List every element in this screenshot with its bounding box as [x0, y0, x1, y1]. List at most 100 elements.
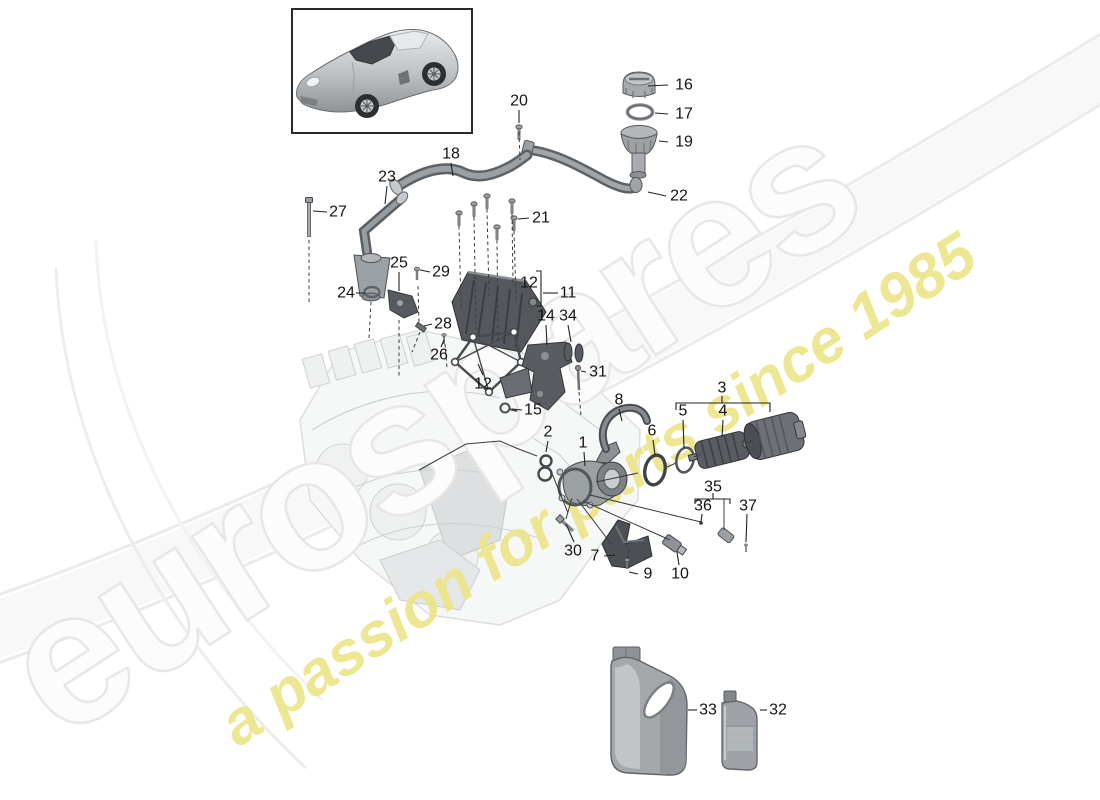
part-filler-neck: [620, 125, 658, 179]
leader-line-28: [423, 323, 433, 327]
leader-line-34: [567, 324, 572, 343]
leader-line-7: [603, 554, 616, 557]
callout-35: 35: [704, 479, 722, 496]
callout-26: 26: [430, 347, 448, 364]
leader-line-27: [312, 210, 328, 213]
leader-line-30: [565, 523, 575, 543]
leader-line-9: [628, 571, 639, 575]
callout-22: 22: [670, 188, 688, 205]
part-seals-34: [563, 342, 584, 363]
part-screw-29: [413, 266, 421, 280]
callout-21: 21: [532, 210, 550, 227]
callout-27: 27: [329, 204, 347, 221]
leader-line-2: [545, 440, 549, 453]
part-fitting-10: [662, 534, 688, 556]
part-clamp-8: [598, 403, 651, 453]
callout-6: 6: [648, 423, 657, 440]
leader-line-16: [647, 84, 669, 87]
part-screws-21: [455, 193, 518, 240]
part-clip-15: [499, 402, 518, 414]
bracket-line-3: [675, 402, 771, 412]
dashed-lines: [308, 131, 630, 563]
leader-line-10: [676, 551, 680, 566]
callout-33: 33: [699, 702, 717, 719]
leader-line-21: [517, 217, 530, 220]
part-pin-28: [414, 321, 427, 333]
callout-7: 7: [591, 548, 600, 565]
part-bracket-25: [387, 289, 419, 319]
leader-line-15: [511, 408, 523, 411]
leader-line-17: [654, 112, 669, 115]
leader-line-5: [682, 419, 685, 449]
leader-line-8: [618, 408, 623, 422]
callout-31: 31: [589, 364, 607, 381]
part-plug-35: [717, 527, 735, 544]
leader-line-23: [384, 185, 388, 205]
leader-line-4: [721, 419, 724, 438]
part-oil-cooler: [451, 270, 547, 353]
part-oil-jug: [610, 646, 688, 776]
leader-line-1: [583, 451, 586, 467]
part-o-ring-5: [674, 446, 696, 474]
leader-line-14: [545, 324, 548, 346]
callout-2: 2: [544, 424, 553, 441]
part-oil-pump-support: [499, 341, 573, 411]
callout-11: 11: [560, 285, 577, 302]
callout-28: 28: [434, 316, 452, 333]
leader-line-37: [745, 513, 748, 543]
callout-5: 5: [679, 403, 688, 420]
callout-23: 23: [378, 169, 396, 186]
callout-30: 30: [564, 543, 582, 560]
part-screw-37: [744, 543, 748, 553]
callout-20: 20: [510, 93, 528, 110]
part-vent-pipe-22: [521, 139, 643, 194]
callout-19: 19: [675, 134, 693, 151]
callout-18: 18: [442, 146, 460, 163]
leader-line-19: [658, 140, 669, 143]
callout-4: 4: [719, 403, 728, 420]
callout-12: 12: [474, 376, 492, 393]
engine-block: [299, 329, 641, 626]
callout-24: 24: [337, 285, 355, 302]
callout-29: 29: [432, 264, 450, 281]
bracket-line-12: [536, 270, 542, 307]
callout-1: 1: [579, 435, 588, 452]
part-oil-bottle: [721, 690, 758, 771]
part-baffle-7: [601, 519, 653, 569]
bracket-line-35: [694, 498, 731, 504]
leader-line-36: [700, 513, 703, 523]
leader-line-29: [419, 269, 431, 273]
part-oil-filler-cap: [622, 71, 656, 98]
leader-line-31: [580, 370, 587, 373]
parts-layer: [305, 71, 807, 776]
callout-12: 12: [520, 275, 538, 292]
callout-10: 10: [671, 566, 689, 583]
part-oil-pipe-23: [353, 191, 409, 302]
callout-32: 32: [769, 702, 787, 719]
leader-line-12: [477, 363, 484, 376]
callout-37: 37: [739, 498, 757, 515]
part-o-ring-24: [363, 285, 381, 299]
leader-line-6: [652, 439, 656, 456]
leader-line-18: [450, 162, 454, 177]
part-stud-31: [575, 365, 581, 391]
part-oil-pump: [556, 441, 628, 509]
vehicle-thumbnail: [291, 8, 473, 134]
callout-15: 15: [524, 402, 542, 419]
part-gasket-12: [450, 327, 526, 397]
part-filter-housing: [743, 411, 807, 461]
leader-line-26: [440, 339, 445, 348]
assembly-lines: [418, 439, 754, 546]
callout-16: 16: [675, 77, 693, 94]
callout-36: 36: [694, 498, 712, 515]
callout-34: 34: [559, 308, 577, 325]
callout-25: 25: [390, 255, 408, 272]
car-illustration: [296, 29, 459, 118]
part-o-ring-6: [643, 453, 667, 487]
callout-3: 3: [718, 380, 727, 397]
leader-line-22: [647, 191, 667, 197]
callout-8: 8: [615, 392, 624, 409]
